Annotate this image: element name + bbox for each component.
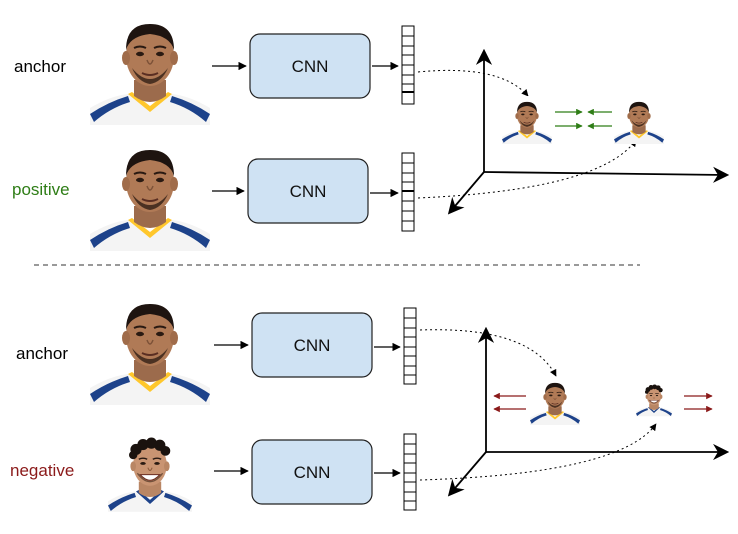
face-photo-anchor xyxy=(90,290,210,405)
embedded-face-anchor xyxy=(530,376,580,426)
svg-text:CNN: CNN xyxy=(294,463,331,482)
row-label-anchor-bottom: anchor xyxy=(16,344,68,363)
face-photo-positive xyxy=(90,136,210,251)
svg-text:CNN: CNN xyxy=(294,336,331,355)
mapping-curve xyxy=(419,423,657,481)
mapping-curve xyxy=(417,139,637,199)
cnn-box: CNN xyxy=(251,439,373,505)
row-label-positive: positive xyxy=(12,180,70,199)
mapping-curve xyxy=(419,329,557,377)
row-label-anchor-top: anchor xyxy=(14,57,66,76)
cnn-box: CNN xyxy=(251,312,373,378)
embedded-face-positive xyxy=(614,95,664,145)
repel-arrows-icon xyxy=(493,392,713,413)
svg-text:CNN: CNN xyxy=(290,182,327,201)
embedding-space-axes xyxy=(447,326,730,497)
embedding-vector xyxy=(403,307,417,385)
embedding-space-axes xyxy=(447,48,730,215)
embedded-face-negative xyxy=(636,381,672,417)
face-photo-anchor xyxy=(90,10,210,125)
row-label-negative: negative xyxy=(10,461,74,480)
attract-arrows-icon xyxy=(555,108,612,130)
mapping-curve xyxy=(417,69,529,97)
svg-text:CNN: CNN xyxy=(292,57,329,76)
cnn-box: CNN xyxy=(249,33,371,99)
embedding-vector xyxy=(401,25,415,105)
embedding-vector xyxy=(401,152,415,232)
cnn-box: CNN xyxy=(247,158,369,224)
embedding-vector xyxy=(403,433,417,511)
face-photo-negative xyxy=(108,430,192,513)
embedded-face-anchor xyxy=(502,95,552,145)
